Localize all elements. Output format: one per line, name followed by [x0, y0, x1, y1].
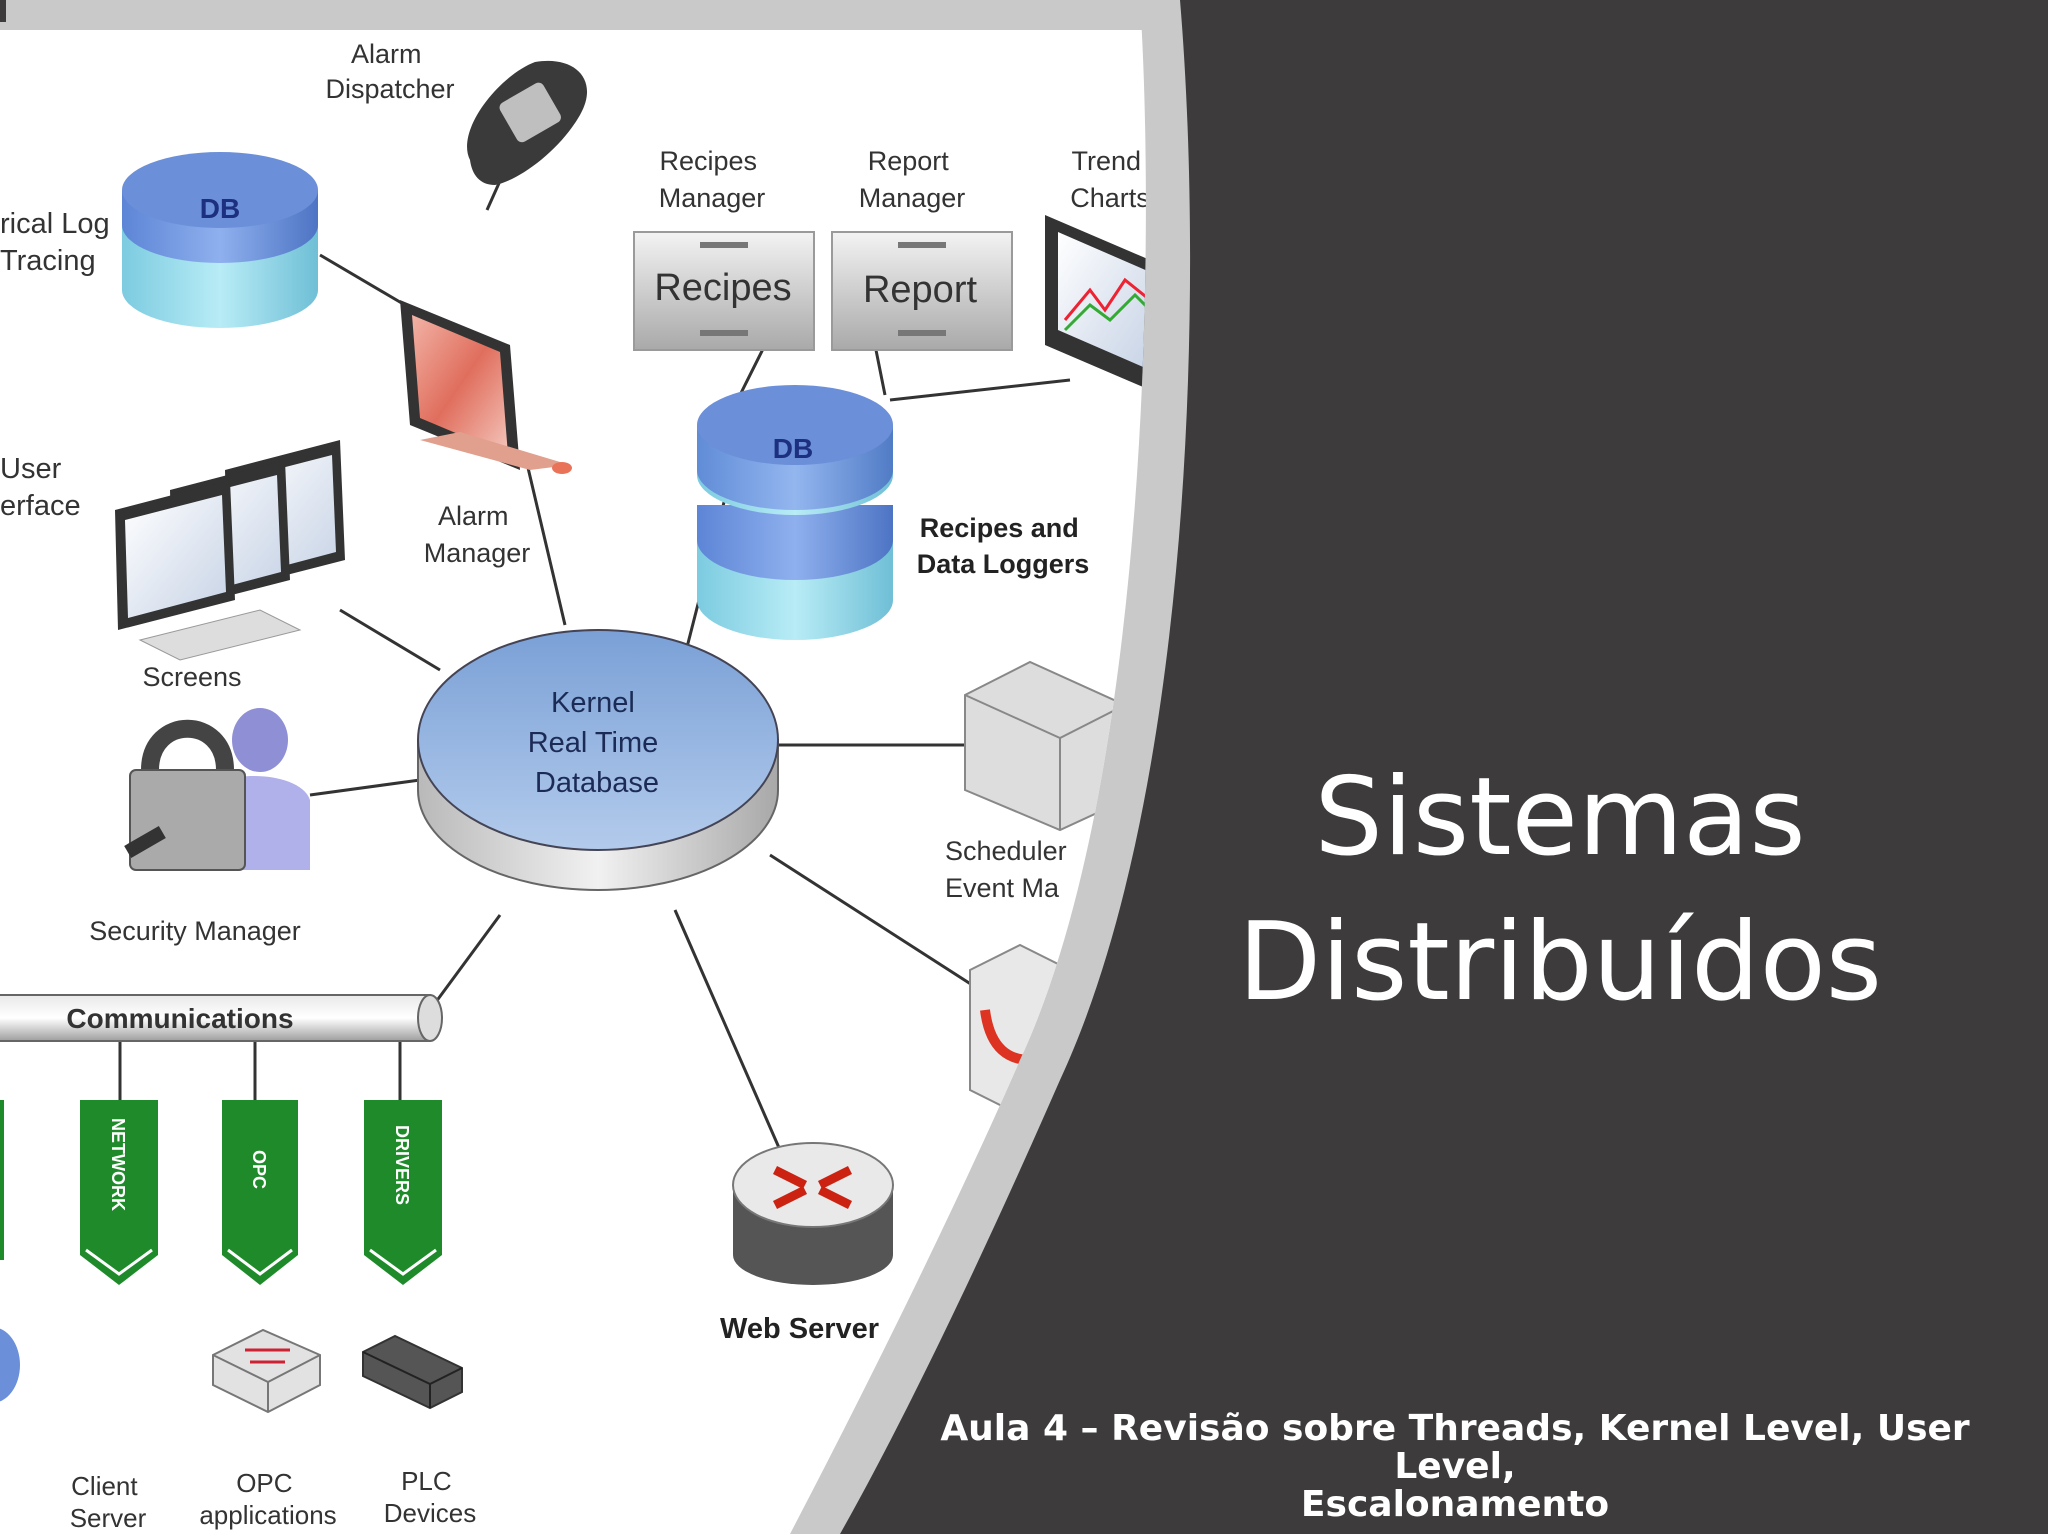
svg-text:NETWORK: NETWORK	[108, 1118, 128, 1211]
recipes-data-loggers-label: Recipes and Data Loggers	[917, 513, 1090, 579]
slide-title: Sistemas Distribuídos	[1190, 745, 1930, 1035]
communications-bus: Communications	[0, 994, 443, 1042]
svg-text:Recipes: Recipes	[654, 267, 791, 309]
network-ribbon: NETWORK	[80, 1100, 158, 1285]
screens-label: Screens	[142, 662, 241, 692]
svg-text:DB: DB	[773, 433, 813, 464]
report-manager-label: Report Manager	[859, 146, 966, 213]
client-server-icon	[0, 1327, 20, 1403]
left-edge-ribbon	[0, 1100, 4, 1260]
alarm-manager-monitor-icon	[400, 300, 572, 474]
user-interface-label: User erface	[0, 453, 81, 522]
trend-charts-label: Trend Charts	[1070, 146, 1150, 213]
plc-devices-label: PLC Devices	[384, 1466, 476, 1528]
database-left-icon: DB	[122, 152, 318, 328]
scheduler-event-manager-label: Scheduler Event Ma	[945, 836, 1074, 903]
alarm-dispatcher-label: Alarm Dispatcher	[325, 39, 454, 104]
plc-devices-icon	[362, 1334, 463, 1410]
report-server-icon: Report	[831, 231, 1013, 351]
opc-applications-label: OPC applications	[199, 1468, 336, 1530]
architecture-diagram: Alarm Dispatcher DB rical Log Tracing Al…	[0, 30, 1150, 1534]
slide-title-line-1: Sistemas	[1314, 755, 1806, 880]
historical-log-label: rical Log Tracing	[0, 208, 118, 277]
client-server-label: Client Server	[70, 1471, 147, 1533]
svg-text:OPC: OPC	[249, 1150, 269, 1189]
kernel-database-icon	[417, 629, 779, 891]
svg-text:Report: Report	[863, 269, 977, 311]
drivers-ribbon: DRIVERS	[364, 1100, 442, 1285]
security-manager-label: Security Manager	[89, 916, 301, 946]
opc-applications-icon	[212, 1328, 321, 1414]
security-manager-lock-icon	[124, 708, 310, 871]
alarm-manager-label: Alarm Manager	[424, 501, 531, 568]
alarm-dispatcher-phone-icon	[467, 60, 588, 186]
slide-subtitle-line-2: Escalonamento	[1300, 1484, 1610, 1525]
screens-monitors-icon	[115, 440, 345, 661]
kernel-database-label: Kernel Real Time Database	[528, 687, 667, 799]
opc-ribbon: OPC	[222, 1100, 298, 1285]
recipes-manager-label: Recipes Manager	[659, 146, 766, 213]
web-server-router-icon	[732, 1142, 894, 1285]
database-right-icon: DB	[697, 385, 893, 640]
svg-text:DB: DB	[200, 193, 240, 224]
slide-subtitle-line-1: Aula 4 – Revisão sobre Threads, Kernel L…	[940, 1408, 1970, 1487]
slide-title-line-2: Distribuídos	[1237, 900, 1883, 1025]
trend-charts-monitor-icon	[1045, 215, 1146, 390]
top-left-dark-corner	[0, 0, 6, 22]
recipes-server-icon: Recipes	[633, 231, 815, 351]
svg-text:Communications: Communications	[66, 1003, 293, 1034]
svg-text:DRIVERS: DRIVERS	[392, 1125, 412, 1205]
connector-lines	[118, 124, 1071, 1151]
web-server-label: Web Server	[720, 1313, 879, 1345]
slide-subtitle: Aula 4 – Revisão sobre Threads, Kernel L…	[930, 1410, 1980, 1524]
